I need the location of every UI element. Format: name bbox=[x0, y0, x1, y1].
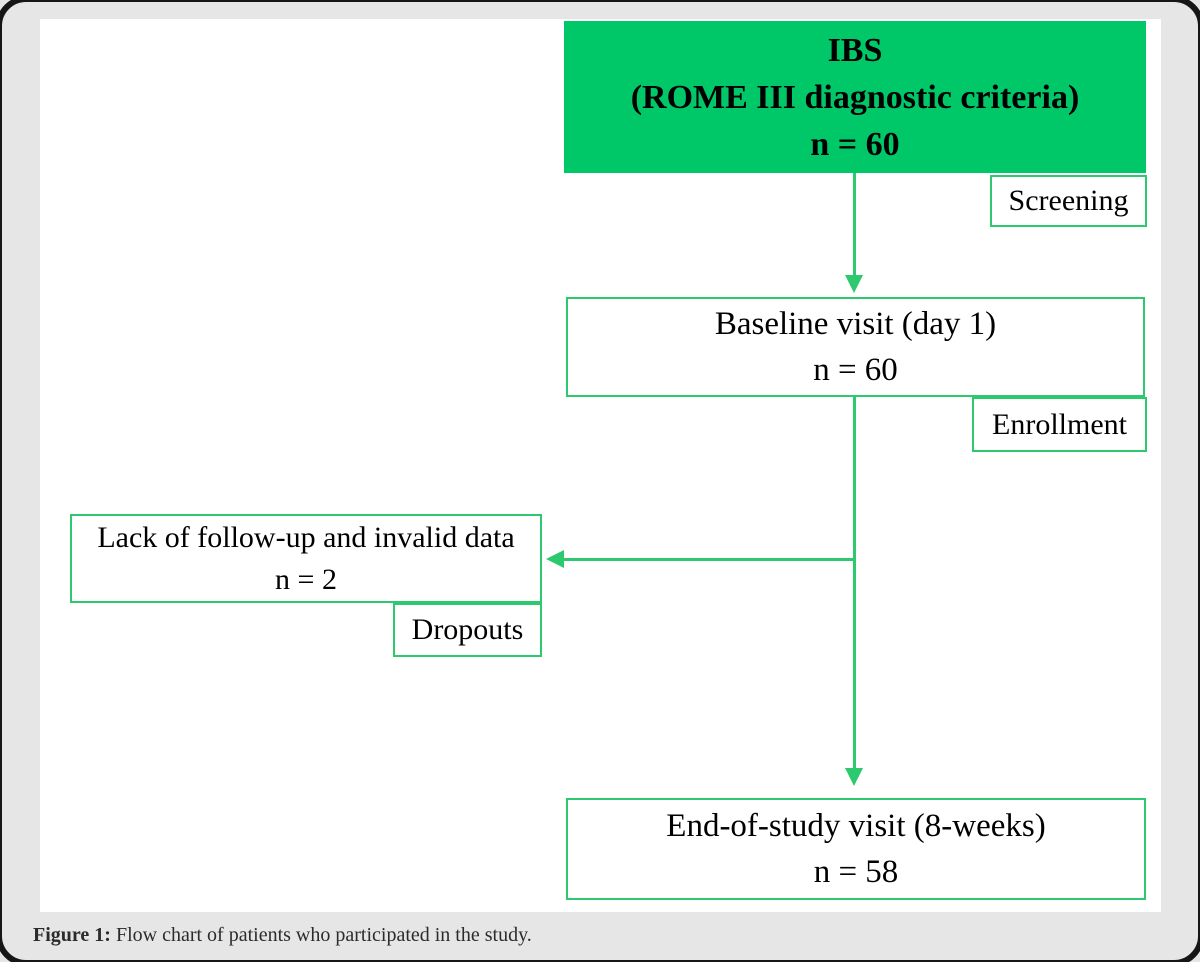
flow-node-baseline-visit: Baseline visit (day 1) n = 60 bbox=[566, 297, 1145, 397]
dropout-reason-count: n = 2 bbox=[275, 562, 337, 596]
figure-caption: Figure 1: Flow chart of patients who par… bbox=[33, 924, 532, 947]
connector-baseline-to-end bbox=[853, 397, 856, 768]
figure-caption-text: Flow chart of patients who participated … bbox=[115, 924, 532, 946]
arrowhead-left-icon bbox=[546, 550, 564, 568]
screening-label-text: Screening bbox=[1008, 184, 1129, 217]
ibs-title: IBS bbox=[827, 31, 883, 69]
ibs-count: n = 60 bbox=[810, 125, 900, 163]
flow-node-ibs: IBS (ROME III diagnostic criteria) n = 6… bbox=[564, 21, 1146, 173]
stage-label-enrollment: Enrollment bbox=[972, 397, 1147, 452]
stage-label-screening: Screening bbox=[990, 175, 1147, 227]
dropout-reason-title: Lack of follow-up and invalid data bbox=[97, 520, 515, 554]
connector-branch-to-dropouts bbox=[563, 558, 856, 561]
flow-node-end-of-study: End-of-study visit (8-weeks) n = 58 bbox=[566, 798, 1146, 900]
baseline-title: Baseline visit (day 1) bbox=[714, 306, 997, 342]
connector-ibs-to-baseline bbox=[853, 173, 856, 275]
stage-label-dropouts: Dropouts bbox=[393, 603, 542, 657]
dropouts-label-text: Dropouts bbox=[411, 613, 524, 646]
end-title: End-of-study visit (8-weeks) bbox=[666, 808, 1046, 844]
ibs-criteria: (ROME III diagnostic criteria) bbox=[630, 78, 1080, 116]
arrowhead-down-icon bbox=[845, 275, 863, 293]
end-count: n = 58 bbox=[813, 854, 899, 890]
flow-node-dropout-reason: Lack of follow-up and invalid data n = 2 bbox=[70, 514, 542, 603]
figure-caption-label: Figure 1: bbox=[33, 924, 111, 946]
enrollment-label-text: Enrollment bbox=[992, 407, 1127, 441]
baseline-count: n = 60 bbox=[813, 352, 898, 388]
arrowhead-down-icon bbox=[845, 768, 863, 786]
